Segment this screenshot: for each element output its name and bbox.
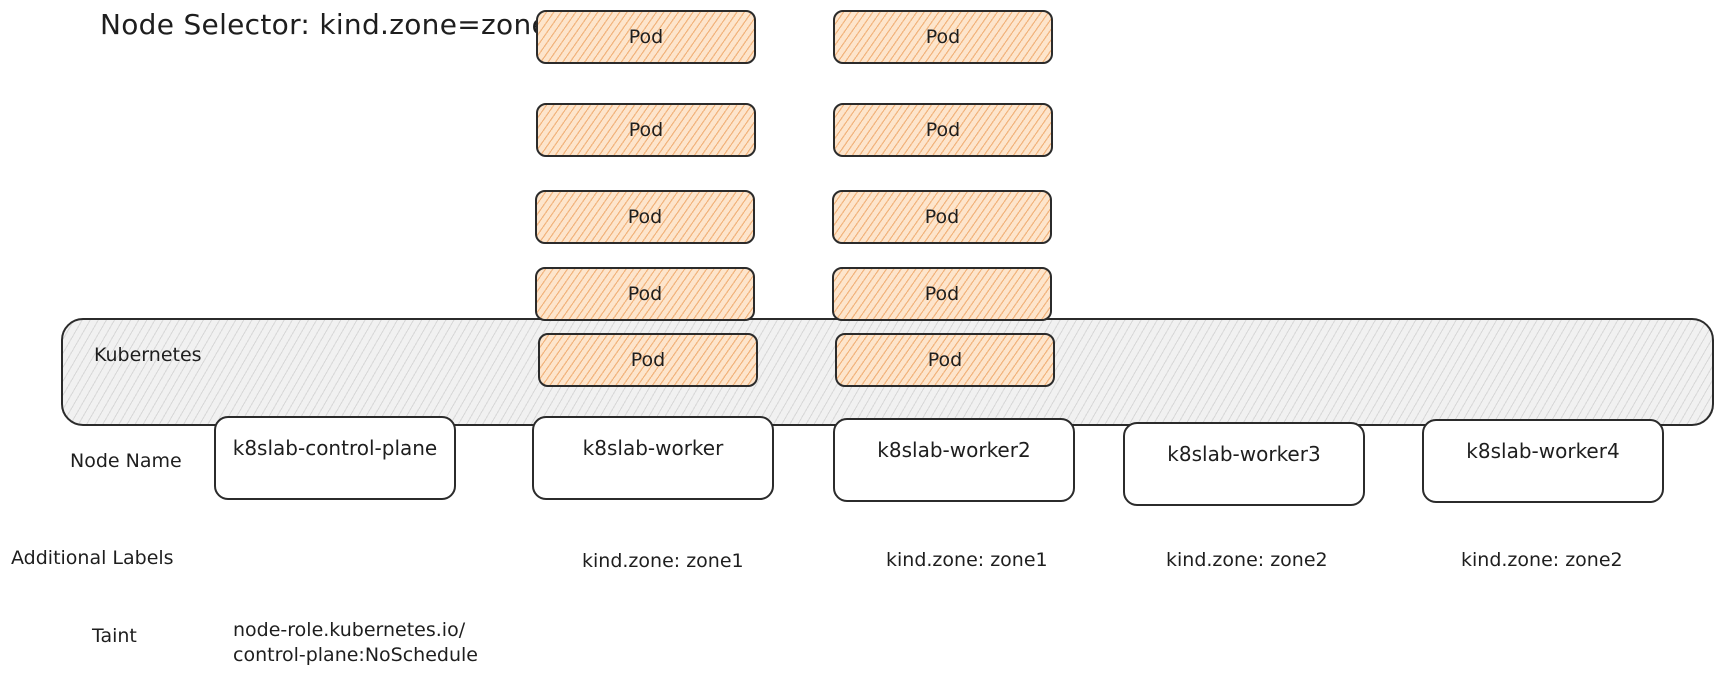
taint-line-2: control-plane:NoSchedule (233, 644, 478, 666)
pod-label: Pod (627, 206, 663, 228)
pod-worker2-2: Pod (833, 103, 1053, 157)
taint-value: node-role.kubernetes.io/ control-plane:N… (233, 618, 478, 668)
pod-label: Pod (924, 283, 960, 305)
node-worker3: k8slab-worker3 (1123, 422, 1365, 506)
cluster-label: Kubernetes (94, 344, 202, 366)
pod-label: Pod (630, 349, 666, 371)
pod-worker-5: Pod (538, 333, 758, 387)
node-name: k8slab-worker4 (1466, 439, 1620, 463)
pod-worker2-5: Pod (835, 333, 1055, 387)
pod-label: Pod (925, 119, 961, 141)
zone-label-worker3: kind.zone: zone2 (1166, 549, 1328, 571)
pod-worker2-3: Pod (832, 190, 1052, 244)
pod-label: Pod (627, 283, 663, 305)
node-worker2: k8slab-worker2 (833, 418, 1075, 502)
node-control-plane: k8slab-control-plane (214, 416, 456, 500)
pod-label: Pod (927, 349, 963, 371)
pod-worker-2: Pod (536, 103, 756, 157)
pod-worker2-1: Pod (833, 10, 1053, 64)
pod-worker2-4: Pod (832, 267, 1052, 321)
taint-line-1: node-role.kubernetes.io/ (233, 619, 466, 641)
pod-label: Pod (628, 26, 664, 48)
pod-label: Pod (925, 26, 961, 48)
node-name: k8slab-worker3 (1167, 442, 1321, 466)
node-name: k8slab-control-plane (232, 436, 438, 460)
node-name: k8slab-worker2 (877, 438, 1031, 462)
pod-worker-4: Pod (535, 267, 755, 321)
pod-worker-3: Pod (535, 190, 755, 244)
zone-label-worker: kind.zone: zone1 (582, 550, 744, 572)
zone-label-worker2: kind.zone: zone1 (886, 549, 1048, 571)
row-label-additional-labels: Additional Labels (11, 547, 174, 569)
zone-label-worker4: kind.zone: zone2 (1461, 549, 1623, 571)
row-label-node-name: Node Name (70, 450, 182, 472)
pod-worker-1: Pod (536, 10, 756, 64)
diagram-title: Node Selector: kind.zone=zone1 (100, 8, 568, 41)
node-worker4: k8slab-worker4 (1422, 419, 1664, 503)
node-name: k8slab-worker (582, 436, 724, 460)
pod-label: Pod (924, 206, 960, 228)
row-label-taint: Taint (92, 625, 137, 647)
pod-label: Pod (628, 119, 664, 141)
node-worker: k8slab-worker (532, 416, 774, 500)
